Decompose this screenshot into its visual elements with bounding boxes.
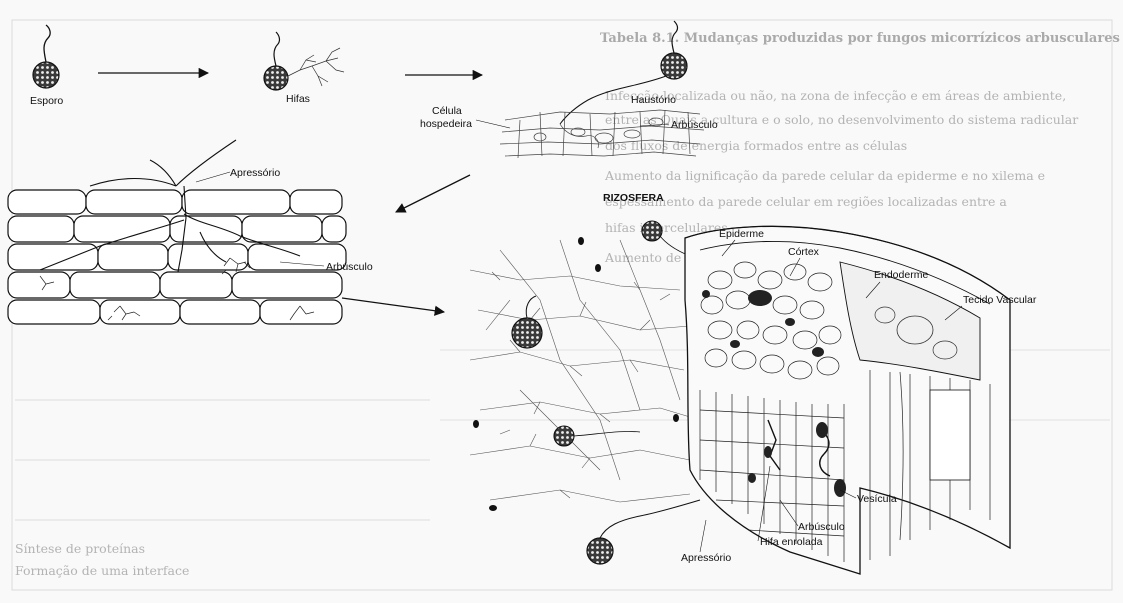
- label-endoderme: Endoderme: [874, 269, 928, 281]
- label-celula-1: Célula: [432, 105, 462, 117]
- label-epiderme: Epiderme: [719, 228, 764, 240]
- label-hifas: Hifas: [286, 93, 310, 105]
- label-esporo: Esporo: [30, 95, 63, 107]
- label-celula-2: hospedeira: [420, 118, 472, 130]
- label-apressorio-top: Apressório: [230, 167, 280, 179]
- background-table-title: Tabela 8.1. Mudanças produzidas por fung…: [600, 31, 1123, 46]
- label-tecido-vascular: Tecido Vascular: [963, 294, 1037, 306]
- background-line-9: Formação de uma interface: [15, 563, 189, 578]
- label-arbusculo-bottom: Arbúsculo: [798, 521, 845, 533]
- label-apressorio-bottom: Apressório: [681, 552, 731, 564]
- label-arbusculo-left: Arbúsculo: [326, 261, 373, 273]
- background-line-4: Aumento da lignificação da parede celula…: [604, 168, 1045, 183]
- background-line-8: Síntese de proteínas: [15, 541, 145, 556]
- label-hifa-enrolada: Hifa enrolada: [760, 536, 823, 548]
- label-cortex: Córtex: [788, 246, 820, 258]
- label-arbusculo-top: Arbúsculo: [671, 119, 718, 131]
- label-vesicula: Vesícula: [857, 493, 897, 505]
- background-line-5: espessamento da parede celular em regiõe…: [605, 194, 1007, 209]
- label-rizosfera: RIZOSFERA: [603, 192, 664, 204]
- label-haustorio: Haustório: [631, 94, 676, 106]
